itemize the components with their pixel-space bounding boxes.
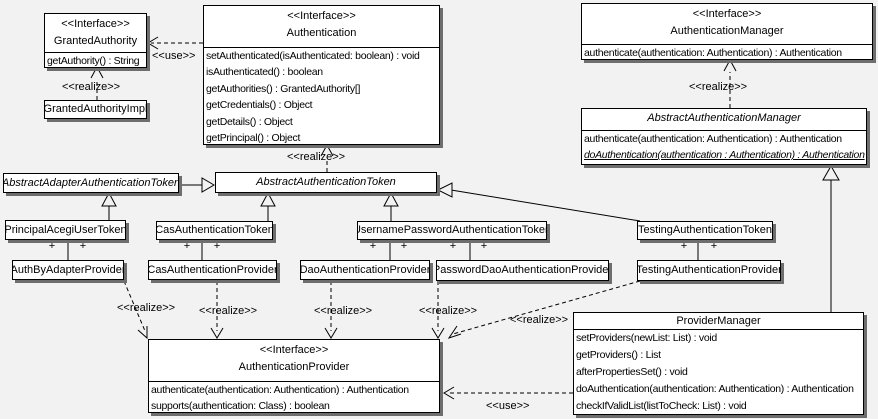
edge-realize-abstractauthenticationtoken [320,143,334,172]
class-name: AuthenticationProvider [238,361,350,373]
method: setAuthenticated(isAuthenticated: boolea… [206,50,420,62]
label-realize-grantedauthorityimpl: <<realize>> [62,81,121,93]
edge-gen-abstractadapter-abstracttoken [179,177,215,193]
stereotype: <<Interface>> [287,10,356,22]
class-name: CasAuthenticationToken [157,224,272,236]
assoc-end-plus: + [213,240,221,252]
class-abstract-authentication-manager[interactable]: AbstractAuthenticationManager authentica… [581,108,867,165]
edge-realize-passworddaoauthenticationprovider [431,281,445,339]
stereotype: <<Interface>> [259,344,329,356]
class-testing-authentication-token[interactable]: TestingAuthenticationToken [637,221,773,240]
stereotype: <<Interface>> [692,8,762,20]
class-name: AuthenticationManager [670,25,784,37]
class-cas-authentication-provider[interactable]: CasAuthenticationProvider [148,260,277,280]
class-name: ProviderManager [676,315,761,327]
edge-realize-abstractauthenticationmanager [723,58,737,108]
edge-realize-daoauthenticationprovider [324,281,338,339]
class-auth-by-adapter-provider[interactable]: AuthByAdapterProvider [12,260,124,280]
method: checkIfValidList(listToCheck: List) : vo… [576,400,747,412]
assoc-end-plus: + [183,240,191,252]
label-realize-daoauthenticationprovider: <<realize>> [314,305,373,317]
edge-gen-providermanager [822,164,840,312]
label-realize-authbyadapterprovider: <<realize>> [117,302,176,314]
edge-realize-authbyadapterprovider [123,280,148,340]
class-name: GrantedAuthorityImpl [45,103,146,115]
class-name: PrincipalAcegiUserToken [6,223,125,236]
class-granted-authority[interactable]: <<Interface>> GrantedAuthority getAuthor… [44,13,147,68]
method: supports(authentication: Class) : boolea… [151,400,330,413]
method: getProviders() : List [576,349,661,361]
label-use-providermanager: <<use>> [486,400,530,412]
class-abstract-authentication-token[interactable]: AbstractAuthenticationToken [215,172,437,193]
edge-gen-principalacegiusertoken [101,191,117,220]
class-cas-authentication-token[interactable]: CasAuthenticationToken [156,221,273,240]
label-realize-abstractauthenticationtoken: <<realize>> [287,151,346,163]
assoc-end-plus: + [79,240,87,252]
class-name: AuthByAdapterProvider [13,263,123,276]
class-name: AbstractAdapterAuthenticationToken [4,176,178,189]
edge-gen-testingauthenticationtoken [436,182,641,222]
class-granted-authority-impl[interactable]: GrantedAuthorityImpl [44,100,147,119]
class-name: TestingAuthenticationProvider [638,264,780,276]
edge-realize-testingauthenticationprovider [447,280,641,339]
class-authentication-provider[interactable]: <<Interface>> AuthenticationProvider aut… [148,339,440,413]
class-testing-authentication-provider[interactable]: TestingAuthenticationProvider [637,260,781,281]
class-authentication-manager[interactable]: <<Interface>> AuthenticationManager auth… [581,3,873,60]
assoc-end-plus: + [400,240,408,252]
edge-gen-usernamepasswordtoken [383,191,399,221]
class-abstract-adapter-authentication-token[interactable]: AbstractAdapterAuthenticationToken [3,173,179,193]
method: setProviders(newList: List) : void [576,332,717,344]
assoc-end-plus: + [710,240,718,252]
assoc-end-plus: + [480,240,488,252]
edge-use-providermanager [443,386,573,400]
assoc-end-plus: + [369,240,377,252]
method: getAuthority() : String [47,55,140,67]
class-principal-acegi-user-token[interactable]: PrincipalAcegiUserToken [5,220,126,240]
class-name: DaoAuthenticationProvider [301,263,429,276]
method: getCredentials() : Object [206,99,313,112]
method: authenticate(authentication: Authenticat… [151,384,409,396]
assoc-end-plus: + [680,240,688,252]
assoc-end-plus: + [48,240,56,252]
class-name: TestingAuthenticationToken [638,224,772,236]
method: getPrincipal() : Object [206,132,301,145]
class-name: Authentication [286,27,357,39]
assoc-end-plus: + [449,240,457,252]
class-dao-authentication-provider[interactable]: DaoAuthenticationProvider [300,260,430,280]
label-realize-casauthenticationprovider: <<realize>> [199,305,258,317]
method: authenticate(authentication: Authenticat… [584,47,842,59]
method: getAuthorities() : GrantedAuthority[] [206,82,361,95]
class-name: AbstractAuthenticationToken [256,176,396,188]
method: doAuthentication(authentication: Authent… [576,383,854,395]
method: isAuthenticated() : boolean [206,66,323,79]
edge-gen-casauthenticationtoken [260,191,276,221]
edge-use-authentication-grantedauthority [147,36,203,50]
label-realize-abstractauthenticationmanager: <<realize>> [689,81,748,93]
label-realize-testingauthenticationprovider: <<realize>> [510,314,569,326]
class-provider-manager[interactable]: ProviderManager setProviders(newList: Li… [573,312,864,415]
class-name: GrantedAuthority [53,35,138,47]
edge-realize-casauthenticationprovider [210,281,224,339]
class-name: AbstractAuthenticationManager [647,112,801,124]
method: getDetails() : Object [206,115,293,128]
method-abstract: doAuthentication(authentication : Authen… [584,149,865,162]
class-name: CasAuthenticationProvider [149,263,276,276]
stereotype: <<Interface>> [61,18,130,30]
class-name: UsernamePasswordAuthenticationToken [358,224,546,236]
label-use-grantedauthority: <<use>> [152,50,196,62]
class-username-password-authentication-token[interactable]: UsernamePasswordAuthenticationToken [357,221,547,240]
method: authenticate(authentication: Authenticat… [584,133,842,145]
class-name: PasswordDaoAuthenticationProvider [437,264,608,276]
class-password-dao-authentication-provider[interactable]: PasswordDaoAuthenticationProvider [436,260,609,281]
label-realize-passworddaoauthenticationprovider: <<realize>> [419,305,478,317]
class-authentication[interactable]: <<Interface>> Authentication setAuthenti… [203,5,440,145]
method: afterPropertiesSet() : void [576,366,688,378]
